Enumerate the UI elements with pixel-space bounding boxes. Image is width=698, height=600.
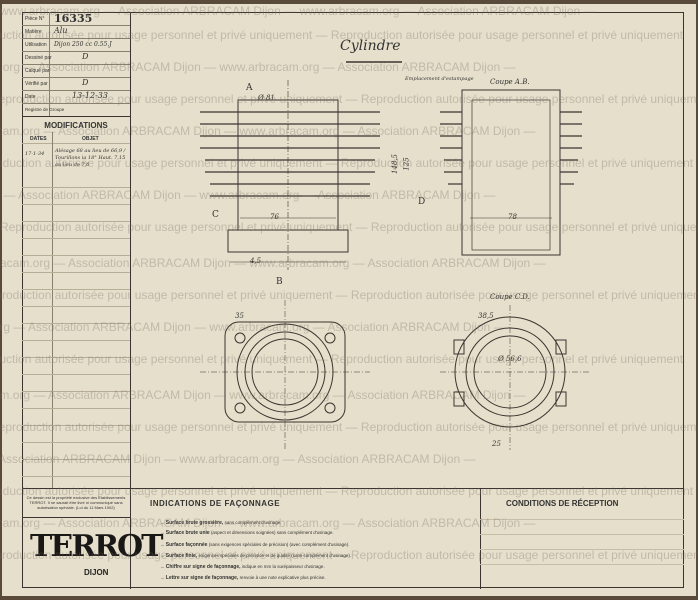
annotation-note: Emplacement d'estampage bbox=[405, 76, 474, 82]
watermark-line: Reproduction autorisée pour usage person… bbox=[0, 28, 684, 42]
indication-item: → Surface façonnée (sans exigences spéci… bbox=[160, 542, 350, 548]
dimension: 4,5 bbox=[250, 257, 262, 265]
row-label: Matière bbox=[25, 29, 42, 35]
watermark-line: www.arbracam.org — Association ARBRACAM … bbox=[0, 320, 506, 334]
watermark-line: Reproduction autorisée pour usage person… bbox=[0, 420, 698, 434]
watermark-line: www.arbracam.org — Association ARBRACAM … bbox=[0, 452, 476, 466]
item-bold: Surface finie, bbox=[165, 553, 198, 559]
row-label: Date bbox=[25, 94, 36, 100]
ownership-notice: Ce dessin est la propriété exclusive des… bbox=[26, 495, 126, 510]
row-piece: Pièce N° 16335 bbox=[22, 12, 130, 26]
brand-block: Ce dessin est la propriété exclusive des… bbox=[22, 488, 164, 589]
item-text: (sans exigences spéciales de précision) … bbox=[208, 542, 350, 547]
row-value: D bbox=[82, 52, 89, 61]
dimension: 76 bbox=[270, 213, 279, 221]
row-label: Registre de Groupe bbox=[25, 107, 65, 112]
item-text: exigences spéciales de précision et de q… bbox=[198, 553, 352, 558]
conditions-title: CONDITIONS DE RÉCEPTION bbox=[506, 499, 619, 508]
watermark-line: Reproduction autorisée pour usage person… bbox=[0, 92, 698, 106]
watermark-line: www.arbracam.org — Association ARBRACAM … bbox=[0, 60, 516, 74]
watermark-line: Reproduction autorisée pour usage person… bbox=[0, 288, 698, 302]
row-matiere: Matière Alu bbox=[22, 25, 130, 39]
col-dates: DATES bbox=[30, 136, 47, 142]
indication-item: → Surface brute unie (aspect et dimensio… bbox=[160, 530, 334, 536]
divider bbox=[22, 143, 130, 144]
item-bold: Lettre sur signe de façonnage, bbox=[165, 575, 239, 581]
row-verifie: Vérifié par D bbox=[22, 77, 130, 91]
title-block: Pièce N° 16335 Matière Alu Utilisation Dijo… bbox=[22, 12, 131, 488]
watermark-line: Reproduction autorisée pour usage person… bbox=[0, 220, 698, 234]
row-label: Calqué par bbox=[25, 68, 50, 74]
row-utilisation: Utilisation Dijon 250 cc 0.55.J bbox=[22, 38, 130, 52]
section-cd-label: Coupe C.D. bbox=[490, 293, 530, 301]
section-cd-view bbox=[440, 305, 590, 450]
indication-item: → Chiffre sur signe de façonnage, indiqu… bbox=[160, 564, 325, 570]
brand-city: DIJON bbox=[84, 568, 109, 577]
col-objet: OBJET bbox=[82, 136, 99, 142]
notice-text: Ce dessin est la propriété exclusive des… bbox=[26, 495, 126, 510]
indication-item: → Surface finie, exigences spéciales de … bbox=[160, 553, 352, 559]
dimension: Ø 56,6 bbox=[498, 355, 522, 363]
row-date: Date 13-12-33 bbox=[22, 90, 130, 104]
row-label: Utilisation bbox=[25, 42, 47, 48]
label-d: D bbox=[418, 197, 426, 207]
watermark-line: Reproduction autorisée pour usage person… bbox=[0, 484, 694, 498]
indications-title: INDICATIONS DE FAÇONNAGE bbox=[150, 499, 281, 508]
row-label: Vérifié par bbox=[25, 81, 48, 87]
item-text: renvoie à une note explicative plus préc… bbox=[239, 575, 326, 580]
dimension: 25 bbox=[492, 440, 501, 448]
row-label: Pièce N° bbox=[25, 16, 45, 22]
sheet-frame bbox=[22, 12, 684, 588]
row-label: Dessiné par bbox=[25, 55, 52, 61]
watermark-line: Reproduction autorisée pour usage person… bbox=[0, 548, 698, 562]
modification-date: 17-1-34 bbox=[25, 151, 45, 157]
item-text: sans complément d'usinage. bbox=[224, 520, 282, 525]
item-text: (aspect et dimensions soignées) sans com… bbox=[210, 530, 334, 535]
watermark-line: Reproduction autorisée pour usage person… bbox=[0, 352, 684, 366]
modification-text: Alésage 68 au lieu de 66,9 / Tourillons … bbox=[55, 148, 126, 168]
section-ab-view bbox=[440, 89, 582, 256]
item-bold: Surface brute unie bbox=[165, 530, 210, 536]
modifications-title: MODIFICATIONS bbox=[44, 121, 108, 130]
label-b: B bbox=[276, 277, 283, 287]
label-c: C bbox=[212, 210, 219, 220]
row-value: Alu bbox=[54, 26, 68, 35]
indication-item: → Surface brute grossière, sans compléme… bbox=[160, 520, 282, 526]
indications-block: INDICATIONS DE FAÇONNAGE → Surface brute… bbox=[130, 488, 481, 589]
item-text: indique en mm la surépaisseur d'usinage. bbox=[241, 564, 325, 569]
notice-law: (Loi du 11 Mars 1902) bbox=[75, 505, 115, 510]
dimension: 35 bbox=[235, 312, 244, 320]
part-number: 16335 bbox=[54, 12, 93, 25]
drawing-title: Cylindre bbox=[340, 38, 401, 54]
drawing-sheet bbox=[2, 4, 696, 596]
divider bbox=[52, 132, 53, 488]
watermark-line: www.arbracam.org — Association ARBRACAM … bbox=[0, 516, 536, 530]
row-value: 13-12-33 bbox=[72, 91, 108, 100]
row-value: D bbox=[82, 78, 89, 87]
indication-item: → Lettre sur signe de façonnage, renvoie… bbox=[160, 575, 326, 581]
watermark-line: www.arbracam.org — Association ARBRACAM … bbox=[0, 4, 596, 18]
watermark-line: www.arbracam.org — Association ARBRACAM … bbox=[0, 256, 546, 270]
watermark-line: www.arbracam.org — Association ARBRACAM … bbox=[0, 124, 536, 138]
dimension: Ø 81 bbox=[258, 94, 275, 102]
watermark-line: www.arbracam.org — Association ARBRACAM … bbox=[0, 188, 496, 202]
dimension: 38,5 bbox=[478, 312, 494, 320]
section-ab-label: Coupe A.B. bbox=[490, 78, 530, 86]
item-bold: Chiffre sur signe de façonnage, bbox=[165, 564, 241, 570]
elevation-view bbox=[200, 80, 380, 270]
label-a: A bbox=[246, 83, 253, 93]
dimension: 78 bbox=[508, 213, 517, 221]
row-value: Dijon 250 cc 0.55.J bbox=[54, 41, 112, 48]
row-dessine: Dessiné par D bbox=[22, 51, 130, 65]
conditions-block: CONDITIONS DE RÉCEPTION bbox=[480, 488, 684, 589]
terrot-logo: TERROT bbox=[30, 529, 164, 564]
row-calque: Calqué par bbox=[22, 64, 130, 78]
item-bold: Surface façonnée bbox=[165, 542, 208, 548]
watermark-line: Reproduction autorisée pour usage person… bbox=[0, 156, 694, 170]
row-registre: Registre de Groupe bbox=[22, 103, 130, 116]
watermark-line: www.arbracam.org — Association ARBRACAM … bbox=[0, 388, 526, 402]
divider bbox=[22, 116, 130, 117]
item-bold: Surface brute grossière, bbox=[165, 520, 224, 526]
plan-view bbox=[200, 300, 370, 450]
